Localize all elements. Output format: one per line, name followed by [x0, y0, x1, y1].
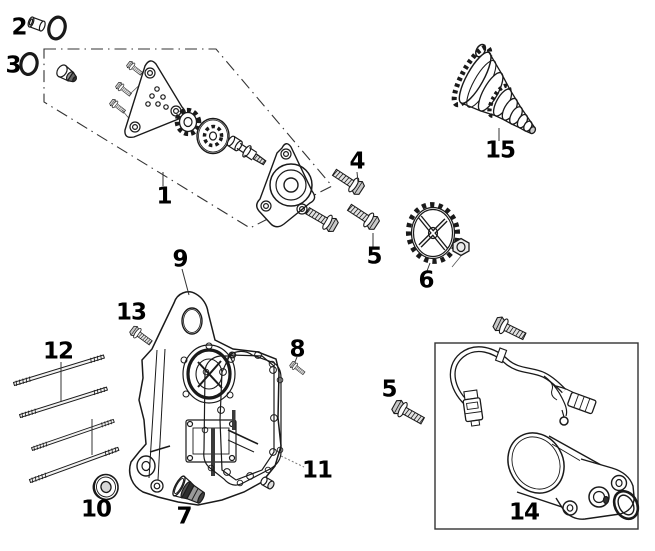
- part-label-12: 12: [42, 338, 74, 365]
- bolt-8: [288, 359, 307, 377]
- part-label-5b: 5: [381, 376, 397, 403]
- o-ring-2: [47, 15, 67, 41]
- part-14-box: [434, 342, 639, 530]
- bolt-13: [128, 324, 155, 348]
- studs-12: [12, 353, 120, 484]
- part-label-11: 11: [301, 457, 333, 484]
- part-label-2: 2: [11, 14, 27, 41]
- dowel-pin-2: [27, 16, 46, 32]
- oil-pump-outer-rotor: [196, 117, 230, 155]
- part-label-3: 3: [5, 52, 21, 79]
- part-label-7: 7: [176, 503, 192, 530]
- part-label-13: 13: [115, 299, 147, 326]
- spacer: [260, 476, 275, 490]
- part-label-9: 9: [172, 246, 188, 273]
- drain-plug-7: [172, 475, 205, 504]
- part-label-15: 15: [484, 137, 516, 164]
- oil-pump-inner-rotor: [174, 107, 202, 137]
- flange-bolt: [303, 203, 341, 235]
- crankcase-cover-9: [128, 291, 282, 506]
- starter-motor-14: [449, 346, 640, 521]
- assembly-1-boundary: [43, 48, 333, 229]
- o-ring-3: [19, 51, 39, 77]
- leader-lines: [60, 128, 500, 468]
- part-label-1: 1: [156, 183, 172, 210]
- part-label-10: 10: [80, 496, 112, 523]
- flange-bolt-5: [344, 200, 382, 233]
- sprocket-6: [405, 202, 461, 264]
- part-label-8: 8: [289, 336, 305, 363]
- flange-bolt-top-of-box: [491, 314, 529, 345]
- part-label-5a: 5: [366, 243, 382, 270]
- nut-6: [451, 237, 470, 268]
- part-label-14: 14: [508, 499, 540, 526]
- starter-gear-15: [451, 43, 537, 135]
- bushing-10: [92, 473, 119, 501]
- part-label-4: 4: [349, 148, 365, 175]
- gasket-11: [201, 350, 284, 487]
- oil-pump-assembly-1: [56, 59, 316, 228]
- part-label-6: 6: [418, 267, 434, 294]
